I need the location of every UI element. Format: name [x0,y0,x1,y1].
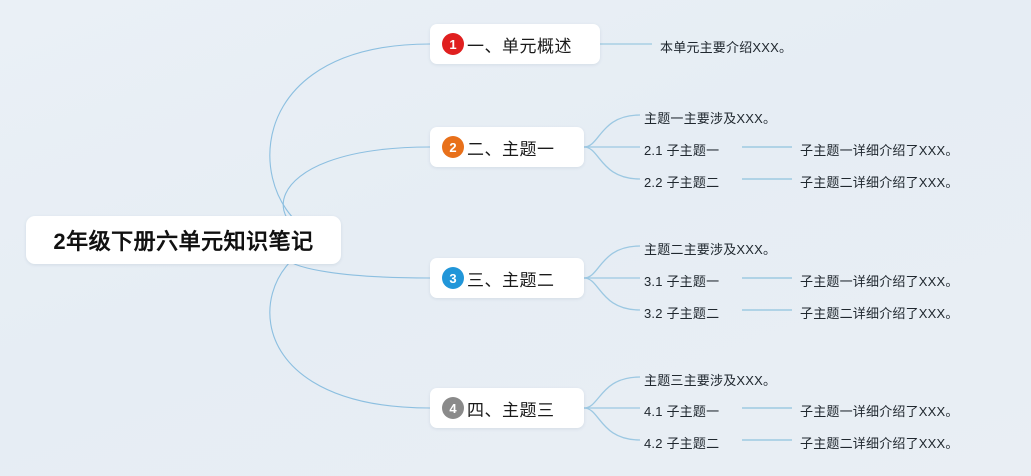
sub-item-2-3[interactable]: 2.2 子主题二 [644,175,720,190]
sub-item-4-3[interactable]: 4.2 子主题二 [644,436,720,451]
sub-item-3-2[interactable]: 3.1 子主题一 [644,274,720,289]
root-title: 2年级下册六单元知识笔记 [53,229,314,254]
sub-item-4-2[interactable]: 4.1 子主题一 [644,404,720,419]
branch-node-1[interactable]: 1 一、单元概述 [430,24,600,64]
sub-item-4-1[interactable]: 主题三主要涉及XXX。 [644,373,777,388]
leaf-text-2-2: 子主题一详细介绍了XXX。 [800,143,959,158]
branch-label-2: 二、主题一 [467,139,555,159]
sub-item-2-2[interactable]: 2.1 子主题一 [644,143,720,158]
leaf-text-3-2: 子主题一详细介绍了XXX。 [800,274,959,289]
leaf-text-2-3: 子主题二详细介绍了XXX。 [800,175,959,190]
branch-node-4[interactable]: 4 四、主题三 [430,388,584,428]
branch-label-1: 一、单元概述 [467,36,572,56]
branch-badge-4: 4 [442,397,464,419]
leaf-text-4-2: 子主题一详细介绍了XXX。 [800,404,959,419]
branch-node-3[interactable]: 3 三、主题二 [430,258,584,298]
branch-badge-2: 2 [442,136,464,158]
branch-node-2[interactable]: 2 二、主题一 [430,127,584,167]
branch-badge-3: 3 [442,267,464,289]
sub-item-2-1[interactable]: 主题一主要涉及XXX。 [644,111,777,126]
branch-label-4: 四、主题三 [467,400,555,420]
root-node[interactable]: 2年级下册六单元知识笔记 [26,216,341,264]
branch-label-3: 三、主题二 [467,270,555,290]
sub-item-3-3[interactable]: 3.2 子主题二 [644,306,720,321]
leaf-text-1-1: 本单元主要介绍XXX。 [660,40,793,55]
branch-badge-1: 1 [442,33,464,55]
sub-item-3-1[interactable]: 主题二主要涉及XXX。 [644,242,777,257]
leaf-text-3-3: 子主题二详细介绍了XXX。 [800,306,959,321]
leaf-text-4-3: 子主题二详细介绍了XXX。 [800,436,959,451]
